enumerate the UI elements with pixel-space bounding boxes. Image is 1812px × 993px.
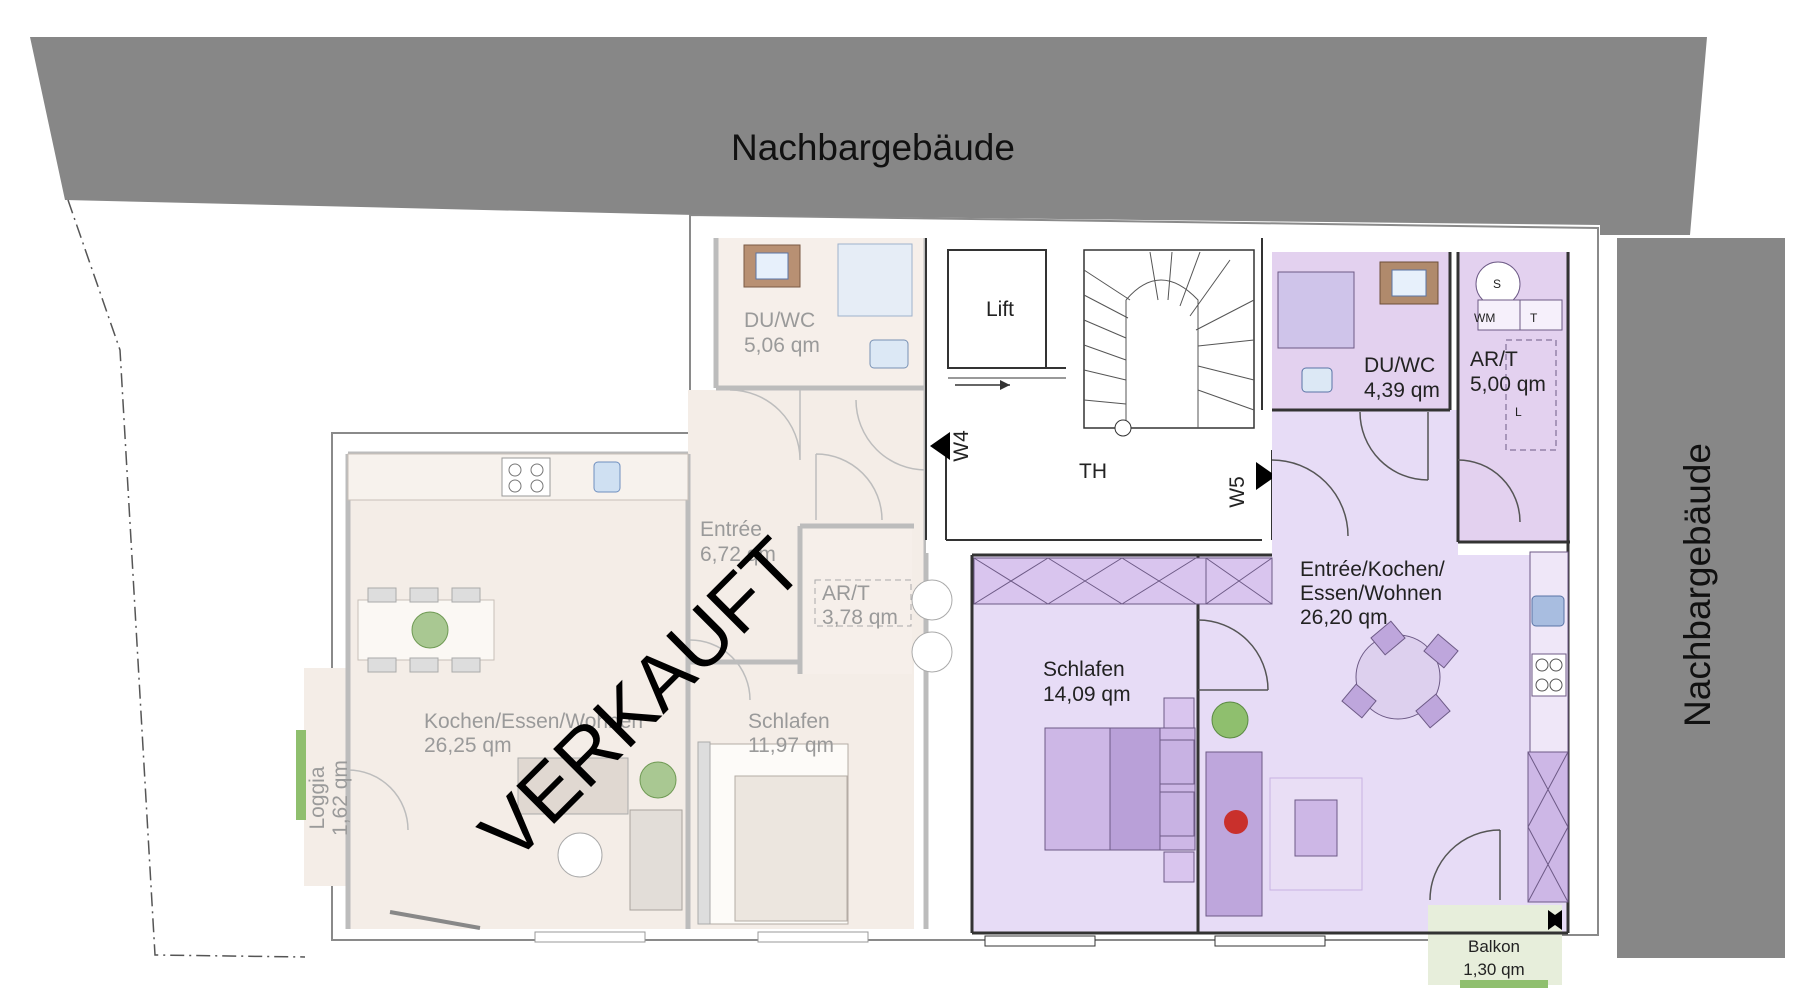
w5-label: W5 — [1226, 476, 1249, 508]
sold-storage-name: AR/T — [822, 582, 870, 605]
sold-living-area: 26,25 qm — [424, 734, 512, 757]
sold-living-name: Kochen/Essen/Wohnen — [424, 710, 643, 733]
w4-label: W4 — [950, 430, 973, 462]
available-bedroom-name: Schlafen — [1043, 658, 1125, 681]
neighbor-top-label: Nachbargebäude — [731, 127, 1015, 168]
available-unit — [970, 252, 1570, 988]
available-storage-name: AR/T — [1470, 348, 1518, 371]
sold-storage-area: 3,78 qm — [822, 606, 898, 629]
sold-bath-name: DU/WC — [744, 309, 815, 332]
neighbor-building-top — [30, 37, 1707, 235]
property-line — [67, 199, 306, 958]
storage-l-mark: L — [1515, 405, 1522, 419]
sold-entree-name: Entrée — [700, 518, 762, 541]
available-balcony-area: 1,30 qm — [1463, 960, 1524, 979]
shower-mark: S — [1493, 277, 1501, 291]
lift-label: Lift — [986, 298, 1014, 321]
available-living-name-2: Essen/Wohnen — [1300, 582, 1442, 605]
sold-bedroom-name: Schlafen — [748, 710, 830, 733]
available-bath-area: 4,39 qm — [1364, 379, 1440, 402]
sold-bath-area: 5,06 qm — [744, 334, 820, 357]
available-balcony — [1428, 905, 1562, 985]
sold-bedroom-area: 11,97 qm — [748, 734, 834, 757]
sold-storage-room — [800, 526, 912, 674]
available-living-room — [1272, 410, 1458, 555]
dryer-mark: T — [1530, 311, 1538, 325]
available-balcony-name: Balkon — [1468, 937, 1520, 956]
sold-entree-area: 6,72 qm — [700, 543, 776, 566]
available-bedroom-area: 14,09 qm — [1043, 683, 1131, 706]
neighbor-right-label: Nachbargebäude — [1677, 443, 1718, 727]
stairwell-label: TH — [1079, 460, 1107, 483]
sold-loggia-area: 1,62 qm — [329, 760, 352, 836]
washer-mark: WM — [1474, 311, 1495, 325]
neighbor-building-right — [1617, 238, 1785, 958]
building-core — [925, 238, 1276, 553]
sold-loggia — [304, 668, 348, 886]
available-living-name-1: Entrée/Kochen/ — [1300, 558, 1445, 581]
available-bath-name: DU/WC — [1364, 354, 1435, 377]
sold-unit — [296, 238, 953, 943]
sold-loggia-name: Loggia — [306, 766, 329, 829]
available-living-area: 26,20 qm — [1300, 606, 1388, 629]
available-storage-area: 5,00 qm — [1470, 373, 1546, 396]
